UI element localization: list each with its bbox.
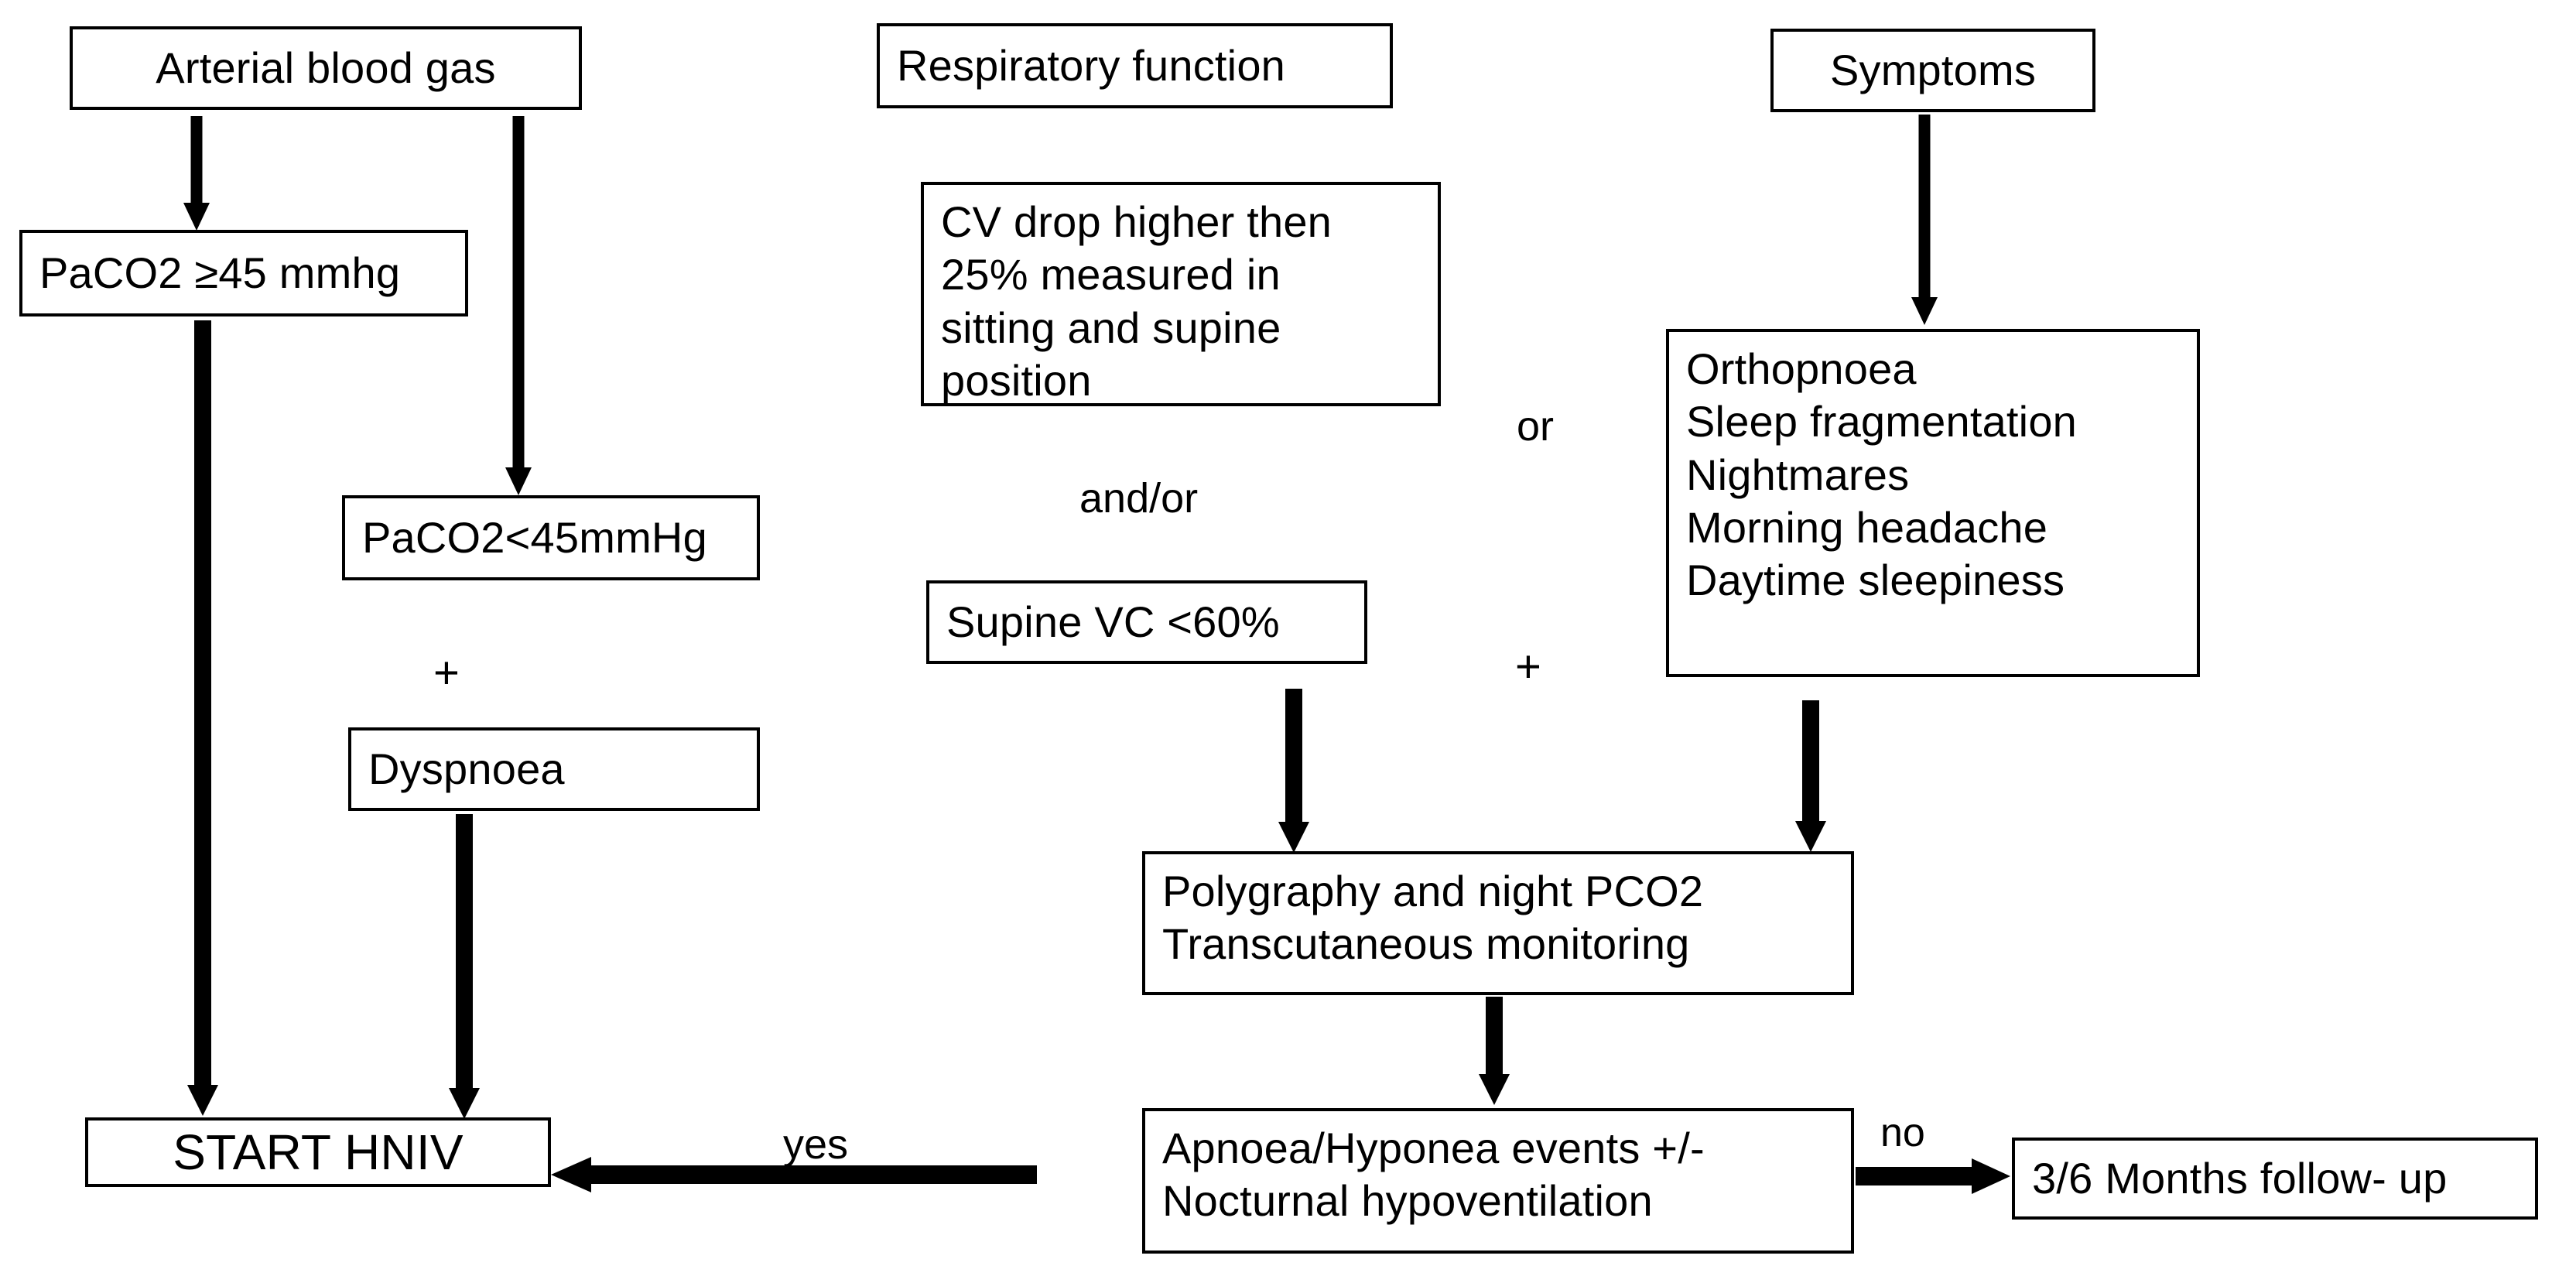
arrow-symptoms-to-symptom-list (1911, 115, 1938, 325)
label-and-or: and/or (1079, 475, 1199, 522)
node-symptom-list: Orthopnoea Sleep fragmentation Nightmare… (1666, 329, 2200, 677)
node-supine-vc: Supine VC <60% (926, 580, 1367, 664)
node-respiratory-function: Respiratory function (877, 23, 1393, 108)
arrow-abg-to-paco2-high (183, 116, 210, 231)
node-arterial-blood-gas: Arterial blood gas (70, 26, 582, 110)
node-polygraphy: Polygraphy and night PCO2 Transcutaneous… (1142, 851, 1854, 995)
node-paco2-high: PaCO2 ≥45 mmhg (19, 230, 468, 316)
arrow-supine-vc-to-polygraphy (1278, 689, 1309, 853)
node-follow-up: 3/6 Months follow- up (2012, 1138, 2538, 1220)
node-paco2-low: PaCO2<45mmHg (342, 495, 760, 580)
arrow-symptom-list-to-polygraphy (1795, 700, 1826, 852)
arrow-no-to-follow-up (1856, 1158, 2010, 1194)
arrow-dyspnoea-to-start-hniv (449, 814, 480, 1119)
label-yes: yes (783, 1121, 849, 1168)
label-plus-right: + (1515, 642, 1541, 692)
arrow-abg-to-paco2-low (505, 116, 532, 495)
label-plus-left: + (433, 648, 460, 698)
arrow-polygraphy-to-apnoea (1479, 997, 1510, 1105)
node-start-hniv: START HNIV (85, 1117, 551, 1187)
node-cv-drop: CV drop higher then 25% measured in sitt… (921, 182, 1441, 406)
label-or: or (1517, 403, 1555, 450)
node-symptoms: Symptoms (1770, 29, 2095, 112)
node-dyspnoea: Dyspnoea (348, 727, 760, 811)
node-apnoea-events: Apnoea/Hyponea events +/- Nocturnal hypo… (1142, 1108, 1854, 1254)
arrow-yes-to-start-hniv (551, 1157, 1037, 1192)
label-no: no (1880, 1110, 1925, 1155)
arrow-paco2-high-to-start-hniv (187, 320, 218, 1116)
